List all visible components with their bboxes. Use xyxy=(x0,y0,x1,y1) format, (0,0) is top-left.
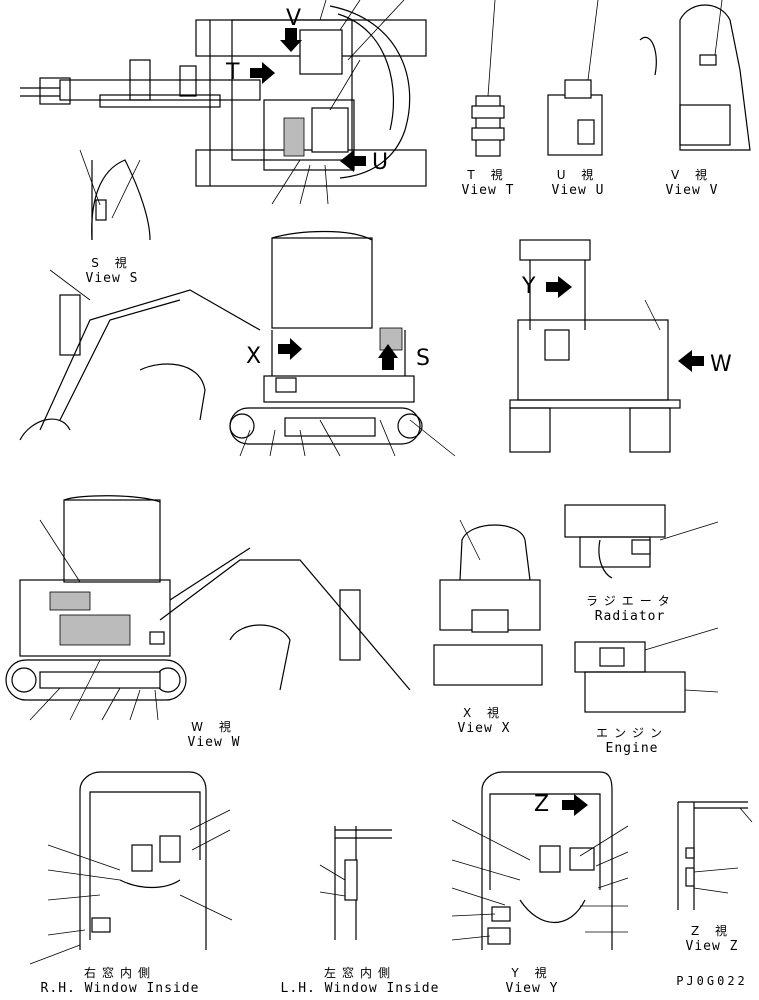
view-x-jp: X 視 xyxy=(462,706,506,720)
view-y-en: View Y xyxy=(505,981,559,996)
lh-window-en: L.H. Window Inside xyxy=(280,981,440,996)
view-w-jp: W 視 xyxy=(191,720,237,734)
view-s-sketch xyxy=(79,149,151,241)
rh-window-caption: 右窓内側 R.H. Window Inside xyxy=(30,966,210,996)
view-x-caption: X 視 View X xyxy=(454,706,514,736)
view-y-caption: Y 視 View Y xyxy=(500,966,564,996)
engine-caption: エンジン Engine xyxy=(594,726,670,756)
view-u-caption: U 視 View U xyxy=(546,168,610,198)
view-u-sketch xyxy=(547,0,603,156)
radiator-en: Radiator xyxy=(594,609,666,624)
view-s-caption: S 視 View S xyxy=(80,256,144,286)
arrow-letter-z: Z xyxy=(534,792,550,817)
view-v-sketch xyxy=(639,0,751,151)
arrow-letter-x: X xyxy=(246,344,262,369)
arrow-letter-y: Y xyxy=(522,274,536,299)
rh-window-en: R.H. Window Inside xyxy=(40,981,200,996)
view-s-en: View S xyxy=(85,271,139,286)
view-t-jp: T 視 xyxy=(467,168,509,182)
rear-view xyxy=(509,239,704,453)
radiator-sketch xyxy=(564,504,719,579)
drawing-code: PJ0G022 xyxy=(676,974,748,988)
arrow-letter-v: V xyxy=(286,6,302,31)
view-s-jp: S 視 xyxy=(91,256,133,270)
view-y-jp: Y 視 xyxy=(511,966,553,980)
view-u-en: View U xyxy=(551,183,605,198)
top-plan-view xyxy=(20,0,427,205)
view-v-en: View V xyxy=(665,183,719,198)
engine-en: Engine xyxy=(605,741,659,756)
left-side-view xyxy=(19,230,456,457)
view-t-sketch xyxy=(471,0,505,157)
arrow-letter-u: U xyxy=(372,150,389,175)
view-u-jp: U 視 xyxy=(556,168,600,182)
rh-window-jp: 右窓内側 xyxy=(83,966,156,980)
view-z-sketch xyxy=(677,801,753,910)
view-z-caption: Z 視 View Z xyxy=(680,924,744,954)
view-v-caption: V 視 View V xyxy=(660,168,724,198)
view-z-en: View Z xyxy=(685,939,739,954)
lh-window-jp: 左窓内側 xyxy=(323,966,396,980)
view-x-sketch xyxy=(433,519,543,686)
radiator-caption: ラジエータ Radiator xyxy=(586,594,674,624)
view-y-sketch xyxy=(451,771,629,950)
arrow-letter-s: S xyxy=(416,346,430,371)
arrow-letter-t: T xyxy=(226,60,240,85)
lh-window-caption: 左窓内側 L.H. Window Inside xyxy=(270,966,450,996)
radiator-jp: ラジエータ xyxy=(586,594,676,608)
view-w-caption: W 視 View W xyxy=(180,720,248,750)
view-z-jp: Z 視 xyxy=(690,924,734,938)
rh-window-sketch xyxy=(29,771,233,965)
engine-sketch xyxy=(574,627,719,713)
view-w-en: View W xyxy=(187,735,241,750)
lh-window-sketch xyxy=(319,826,392,940)
view-x-en: View X xyxy=(457,721,511,736)
view-v-jp: V 視 xyxy=(670,168,714,182)
view-t-caption: T 視 View T xyxy=(458,168,518,198)
view-t-en: View T xyxy=(461,183,515,198)
arrow-letter-w: W xyxy=(710,352,732,377)
right-side-view xyxy=(5,495,411,721)
engine-jp: エンジン xyxy=(595,726,668,740)
